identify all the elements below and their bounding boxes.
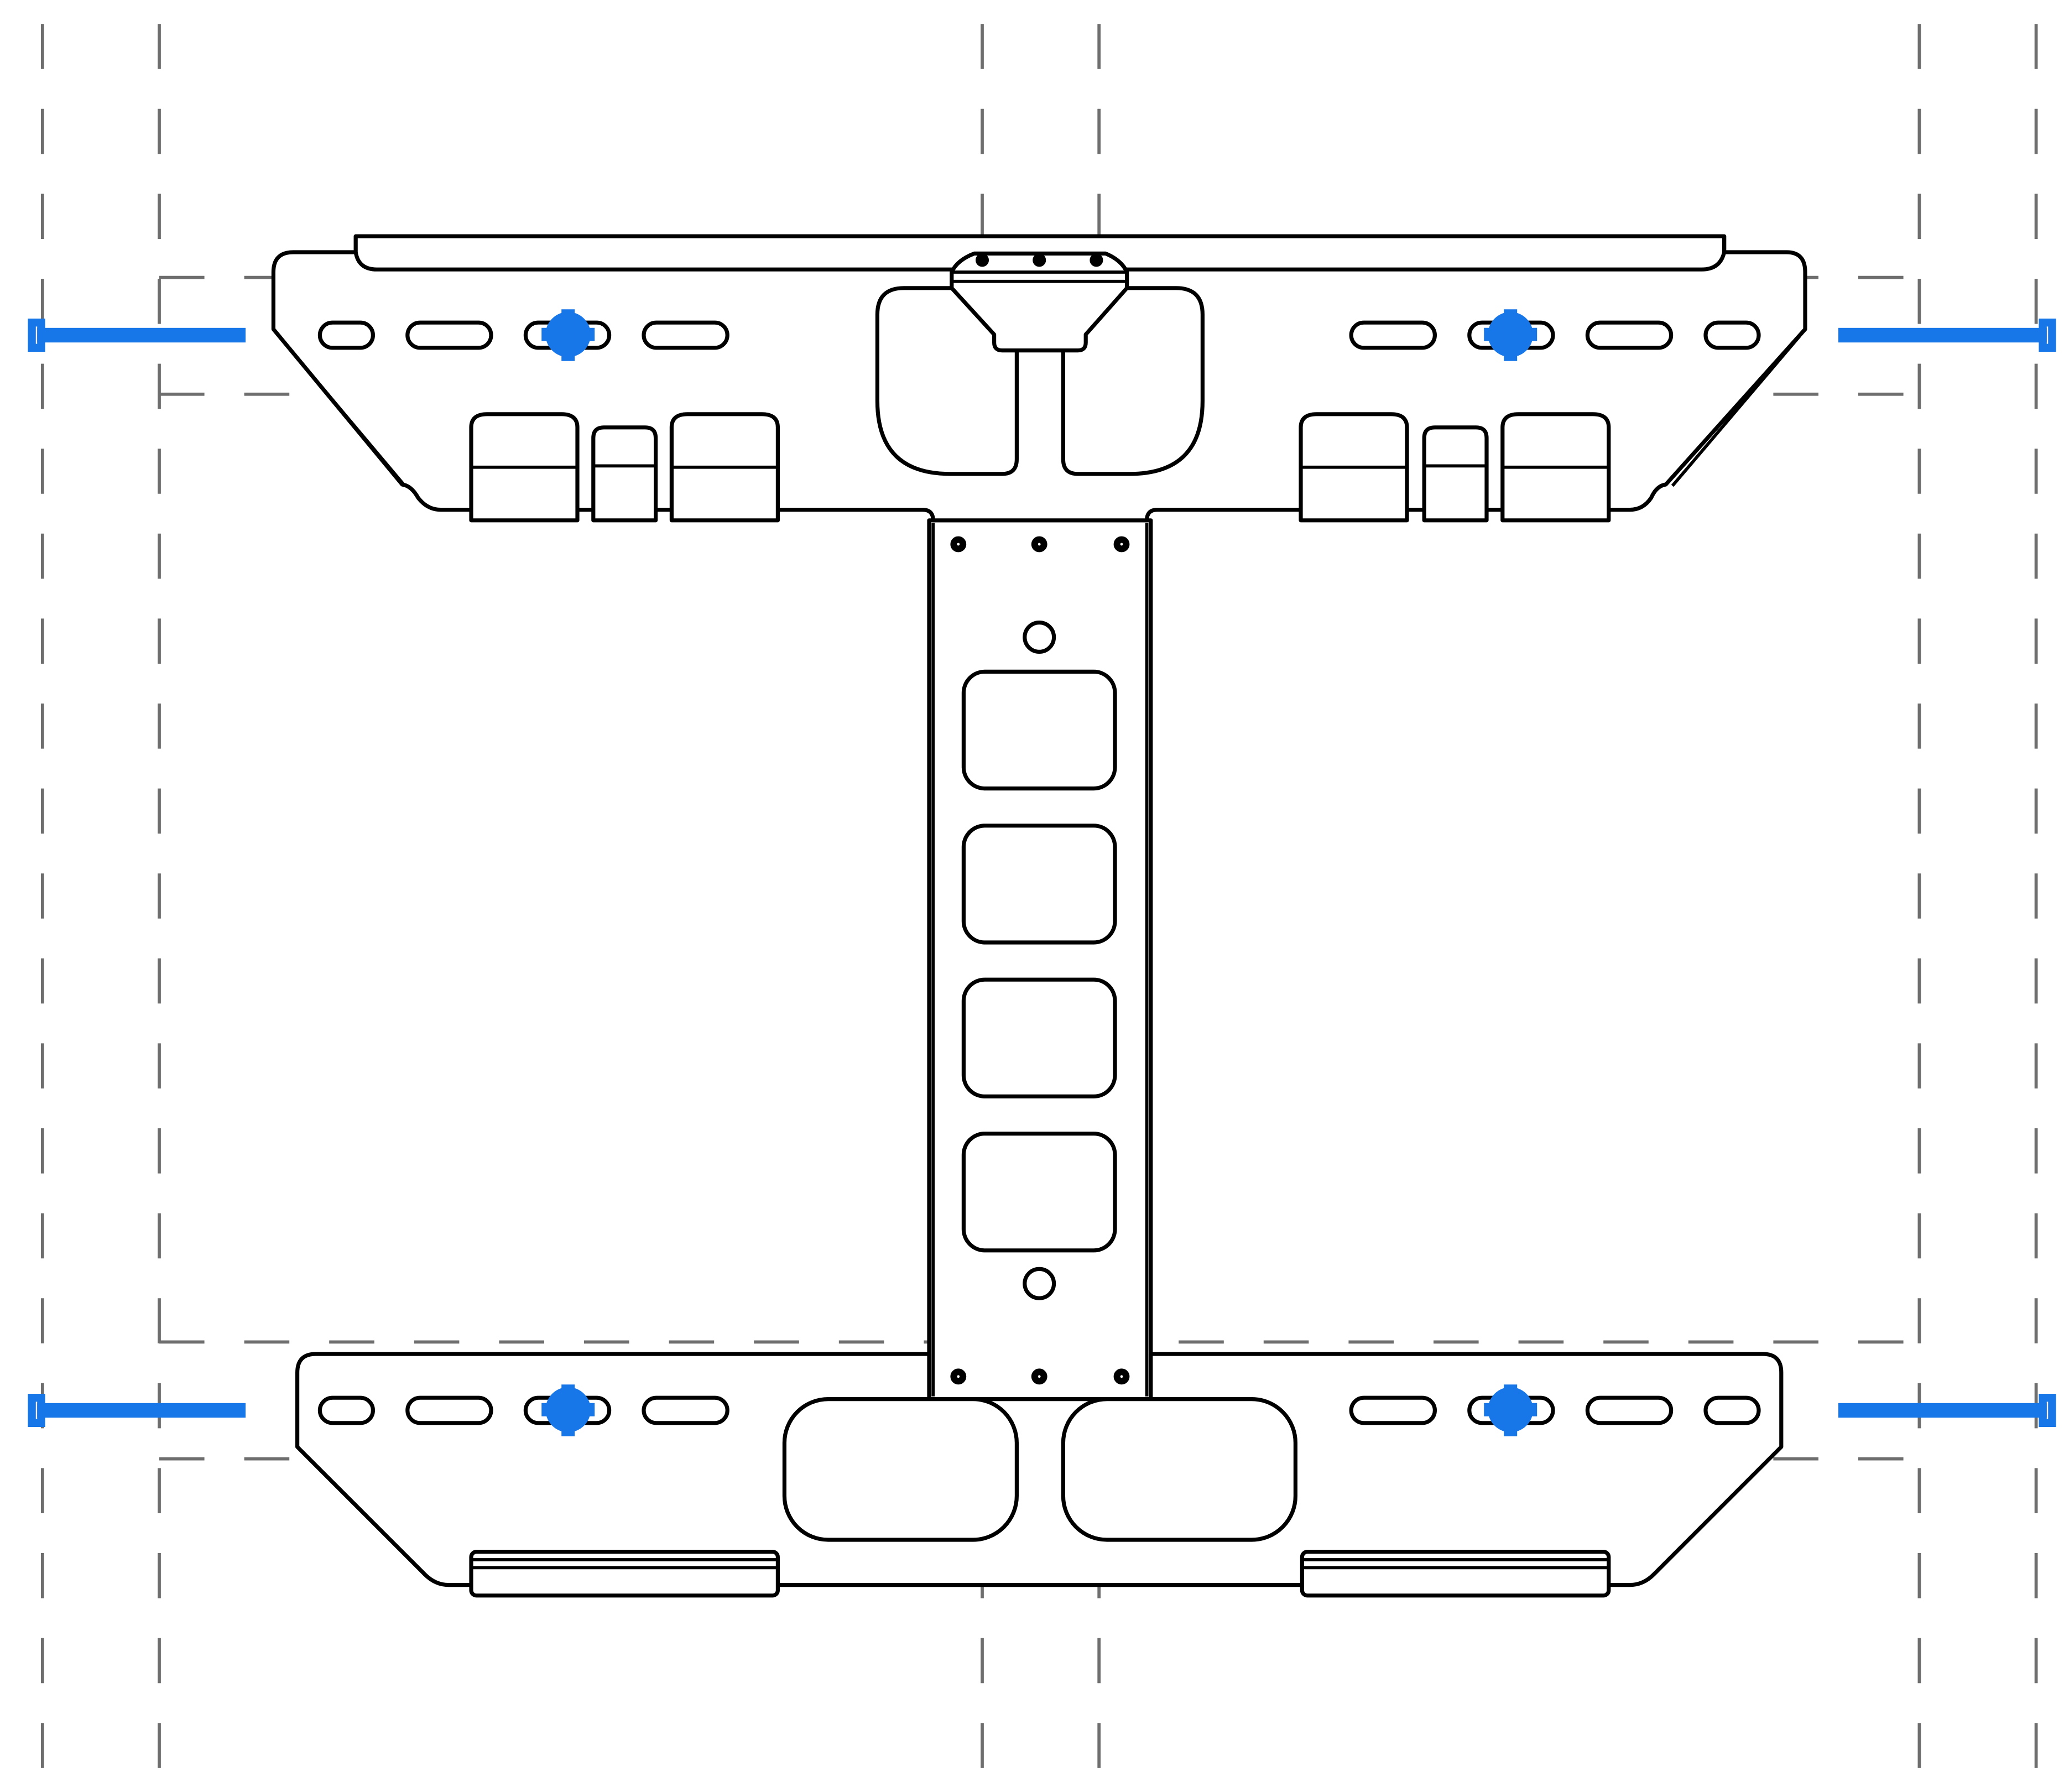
top-plate-bevel-left bbox=[277, 335, 406, 487]
crosshair-icon bbox=[1484, 309, 1537, 361]
spine-screw-hole bbox=[1031, 1368, 1047, 1385]
bottom-foot-left bbox=[469, 1550, 780, 1598]
slot bbox=[1585, 320, 1674, 350]
screw-icon bbox=[1838, 319, 2056, 352]
top-center-cutout-left bbox=[875, 286, 1019, 476]
top-plate-bevel-right bbox=[1671, 335, 1801, 487]
bottom-foot-right bbox=[1300, 1550, 1611, 1598]
slot bbox=[405, 1395, 493, 1425]
bottom-cutout-right bbox=[1061, 1397, 1297, 1542]
spine-cutout bbox=[961, 824, 1117, 945]
slot bbox=[405, 320, 493, 350]
tab-small bbox=[1422, 425, 1489, 523]
top-tabs-left bbox=[469, 412, 780, 523]
top-center-hub bbox=[950, 251, 1129, 353]
crosshair-icon bbox=[1484, 1384, 1537, 1436]
slot bbox=[1349, 320, 1437, 350]
hub-screw-hole bbox=[1033, 253, 1046, 267]
spine-round-hole-top bbox=[1023, 621, 1056, 654]
foot bbox=[1300, 1550, 1611, 1598]
spine-screw-hole bbox=[950, 536, 967, 553]
hub-screw-hole bbox=[976, 253, 989, 267]
hub-screw-hole bbox=[1090, 253, 1103, 267]
spine-round-hole-bottom bbox=[1023, 1267, 1056, 1300]
crosshair-icon bbox=[541, 1384, 595, 1436]
spine-cutout bbox=[961, 977, 1117, 1098]
spine-cutout bbox=[961, 1131, 1117, 1253]
spine-screw-hole bbox=[1113, 1368, 1130, 1385]
top-center-cutout-right bbox=[1061, 286, 1205, 476]
spine-screw-hole bbox=[950, 1368, 967, 1385]
slot bbox=[1585, 1395, 1674, 1425]
spine-screw-hole bbox=[1113, 536, 1130, 553]
top-mounting-plate bbox=[271, 234, 1807, 523]
top-tabs-right bbox=[1299, 412, 1611, 523]
slot bbox=[642, 320, 729, 350]
tab-small bbox=[591, 425, 658, 523]
screw-icon bbox=[1838, 1394, 2056, 1427]
slot bbox=[317, 1395, 375, 1425]
wall-screws bbox=[28, 319, 2056, 1427]
slot bbox=[642, 1395, 729, 1425]
spine-screw-hole bbox=[1031, 536, 1047, 553]
vertical-spine bbox=[927, 518, 1153, 1402]
mounting-marks bbox=[541, 309, 1537, 1436]
slot bbox=[317, 320, 375, 350]
screw-icon bbox=[28, 319, 246, 352]
slot bbox=[1703, 1395, 1761, 1425]
bottom-cutout-left bbox=[782, 1397, 1019, 1542]
screw-icon bbox=[28, 1394, 246, 1427]
spine-cutout bbox=[961, 669, 1117, 791]
slot bbox=[1703, 320, 1761, 350]
foot bbox=[469, 1550, 780, 1598]
slot bbox=[1349, 1395, 1437, 1425]
crosshair-icon bbox=[541, 309, 595, 361]
